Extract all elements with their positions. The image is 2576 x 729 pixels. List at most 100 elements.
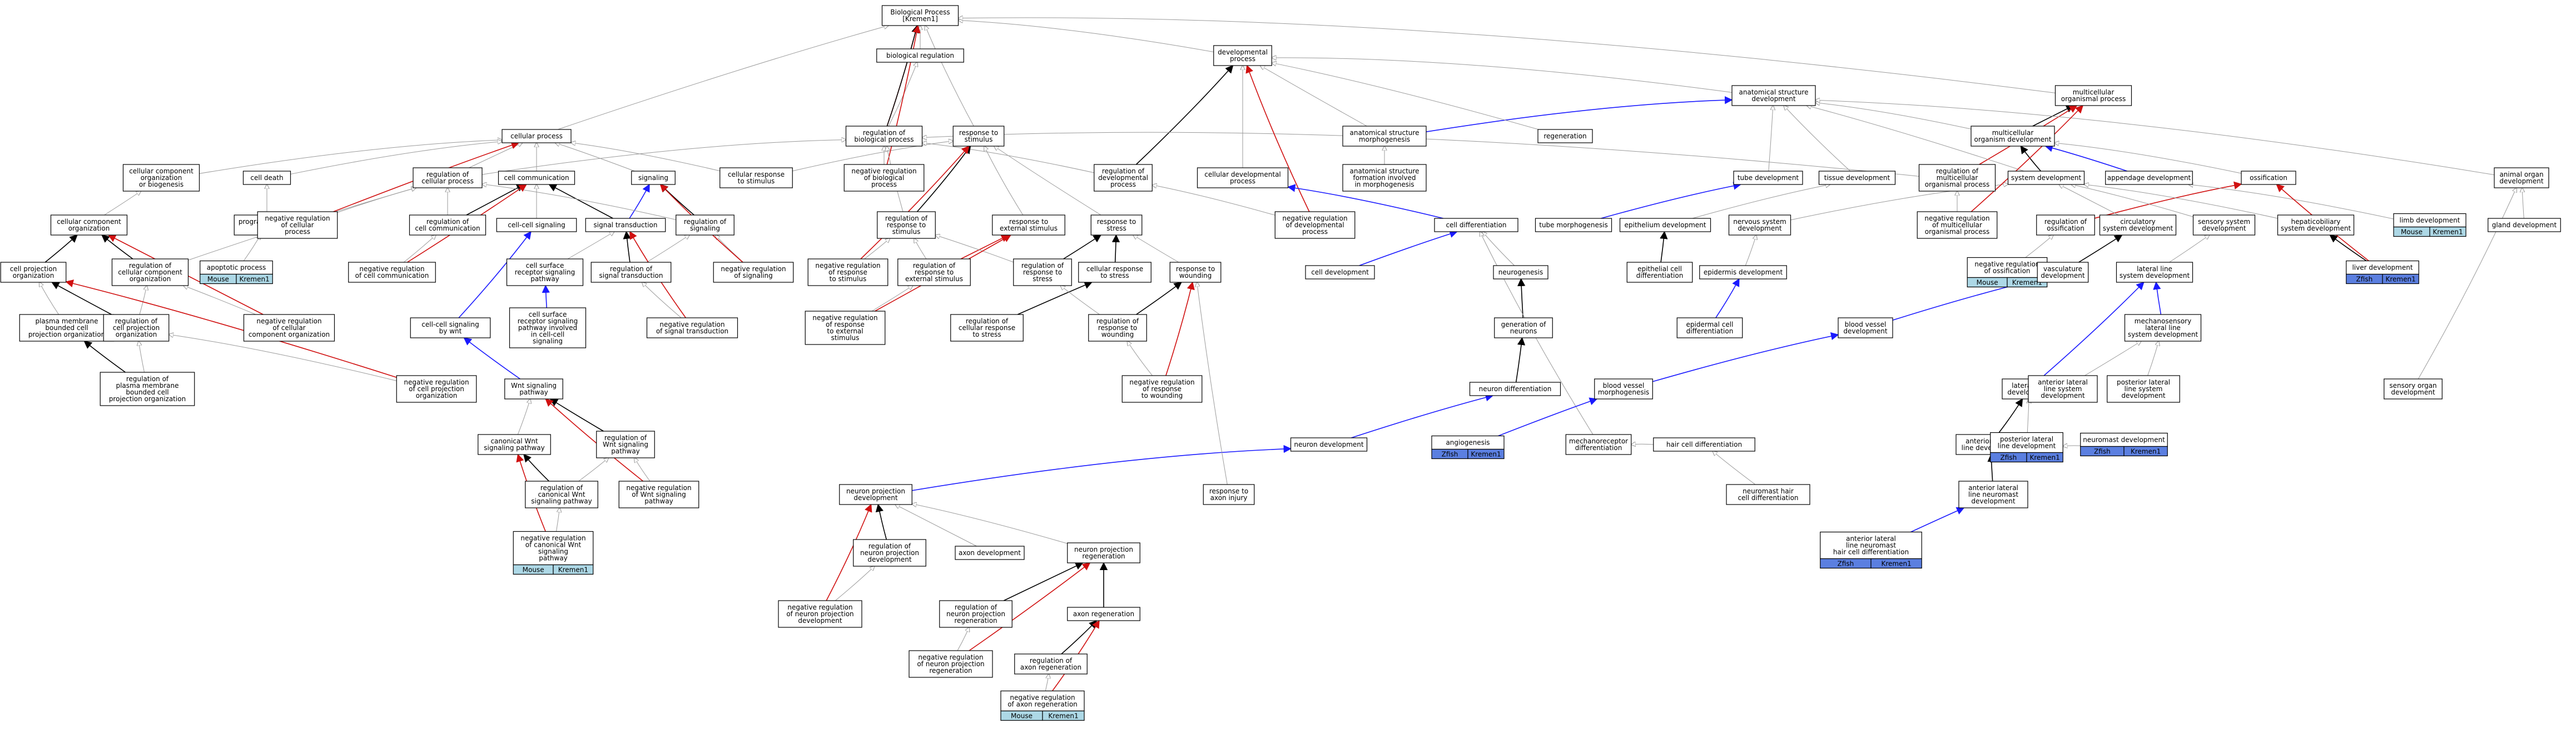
term-node-ossif[interactable]: ossification bbox=[2241, 171, 2296, 185]
term-node-axondev[interactable]: axon development bbox=[955, 546, 1025, 560]
term-node-bp[interactable]: Biological Process[Kremen1] bbox=[881, 5, 959, 26]
term-node-bioreg[interactable]: biological regulation bbox=[876, 48, 964, 63]
term-node-tubedev[interactable]: tube development bbox=[1733, 171, 1803, 185]
term-node-sysdev[interactable]: system development bbox=[2007, 171, 2085, 185]
term-node-signaling[interactable]: signaling bbox=[631, 171, 676, 185]
term-node-glanddev[interactable]: gland development bbox=[2488, 218, 2561, 232]
term-node-regen[interactable]: regeneration bbox=[1537, 129, 1593, 143]
term-node-epidev[interactable]: epithelium development bbox=[1619, 218, 1711, 232]
term-node-tissuedev[interactable]: tissue development bbox=[1818, 171, 1896, 185]
term-node-sigtrans[interactable]: signal transduction bbox=[585, 218, 666, 232]
term-node-celldiff[interactable]: cell differentiation bbox=[1434, 218, 1518, 232]
term-node-cellcomm[interactable]: cell communication bbox=[498, 171, 575, 185]
term-node-neurogen[interactable]: neurogenesis bbox=[1493, 265, 1548, 279]
term-node-haircell[interactable]: hair cell differentiation bbox=[1653, 437, 1755, 452]
term-node-neurdiff[interactable]: neuron differentiation bbox=[1469, 382, 1561, 396]
term-node-neurdev[interactable]: neuron development bbox=[1290, 437, 1368, 452]
term-node-appendev[interactable]: appendage development bbox=[2105, 171, 2193, 185]
term-node-celldeath[interactable]: cell death bbox=[242, 171, 291, 185]
term-node-cellcellsig[interactable]: cell-cell signaling bbox=[496, 218, 577, 232]
term-node-axonregen[interactable]: axon regeneration bbox=[1067, 607, 1140, 621]
term-node-celldev[interactable]: cell development bbox=[1305, 265, 1375, 279]
term-node-tubemorph[interactable]: tube morphogenesis bbox=[1535, 218, 1612, 232]
term-node-cellproc[interactable]: cellular process bbox=[502, 129, 572, 143]
